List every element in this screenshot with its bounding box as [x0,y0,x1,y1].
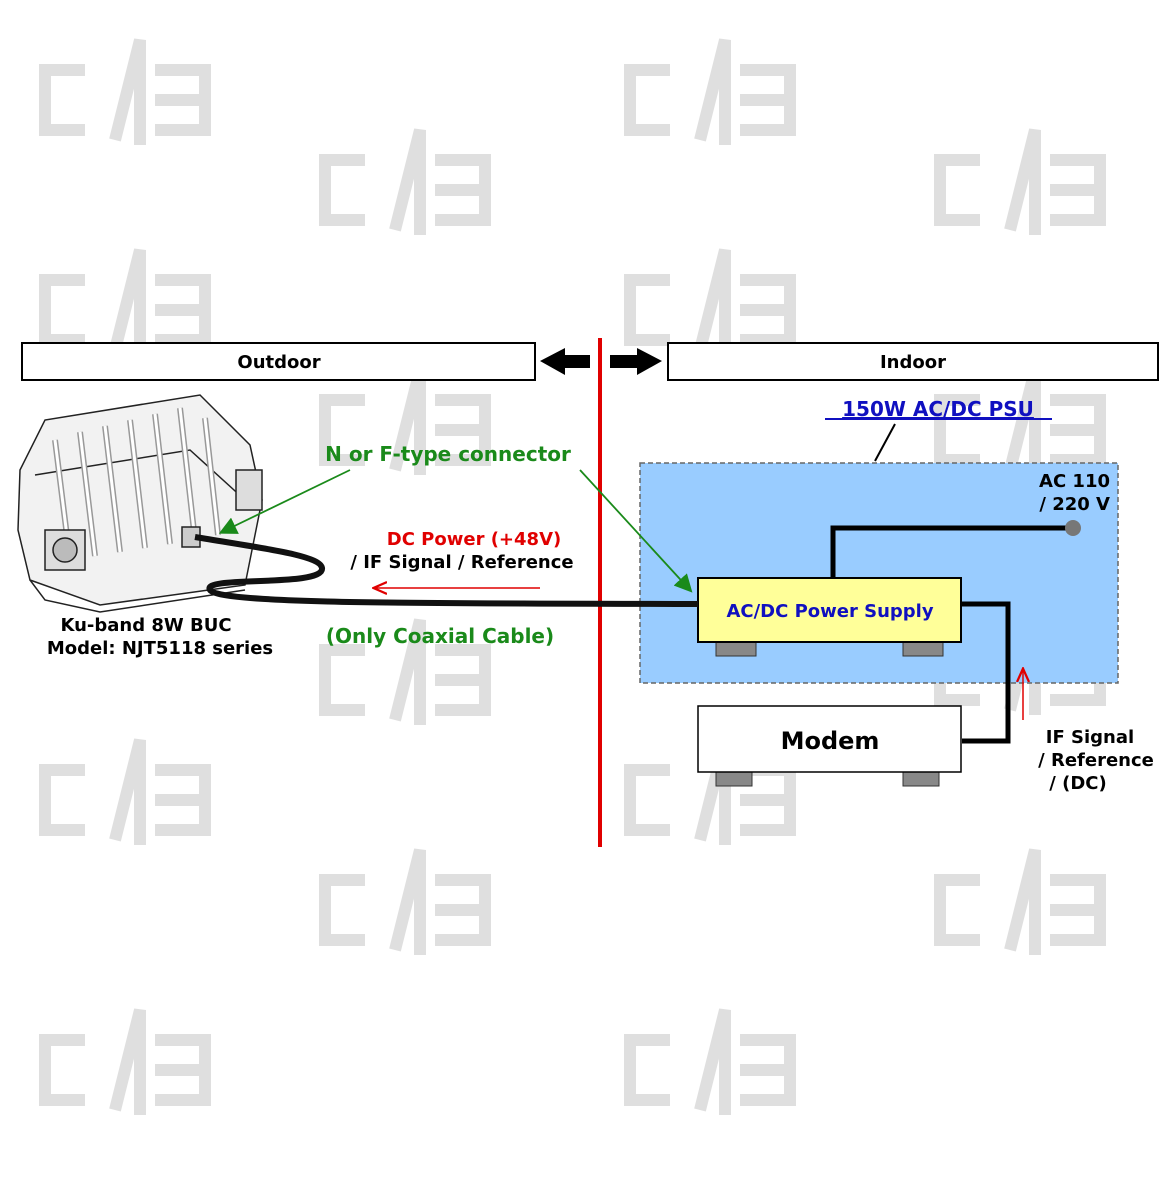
modem-wire [961,601,1011,744]
outdoor-label: Outdoor [237,352,320,373]
ac-terminal [1065,520,1081,536]
ac-input-wire [830,525,1073,578]
buc-model-label: Model: NJT5118 series [47,638,273,659]
cable-type-label: (Only Coaxial Cable) [326,624,554,648]
arrow-right-icon [610,348,662,375]
signals-label: / IF Signal / Reference [350,552,573,573]
modem-label: Modem [781,727,880,755]
buc-name-label: Ku-band 8W BUC [60,615,231,636]
modem-box [697,705,962,773]
psu-title: 150W AC/DC PSU [842,397,1034,421]
connector-arrow-psu [579,469,693,593]
connector-label: N or F-type connector [325,442,571,466]
buc-device-icon [17,394,263,613]
power-supply-label: AC/DC Power Supply [726,601,933,622]
coaxial-cable [194,534,699,607]
if-signal-label-3: / (DC) [1049,773,1106,794]
connector-arrow-buc [218,469,351,534]
ac-voltage-label-1: AC 110 [1039,471,1110,492]
arrow-left-icon [540,348,590,375]
psu-title-leader [874,423,896,462]
indoor-zone-bar [667,342,1159,381]
if-signal-label-1: IF Signal [1046,727,1134,748]
modem-foot-left [715,771,753,787]
outdoor-zone-bar [21,342,536,381]
indoor-label: Indoor [880,352,946,373]
dc-power-label: DC Power (+48V) [387,529,561,550]
ac-dc-power-supply [697,577,962,643]
ac-voltage-label-2: / 220 V [1039,494,1110,515]
if-signal-label-2: / Reference [1038,750,1154,771]
modem-foot-right [902,771,940,787]
